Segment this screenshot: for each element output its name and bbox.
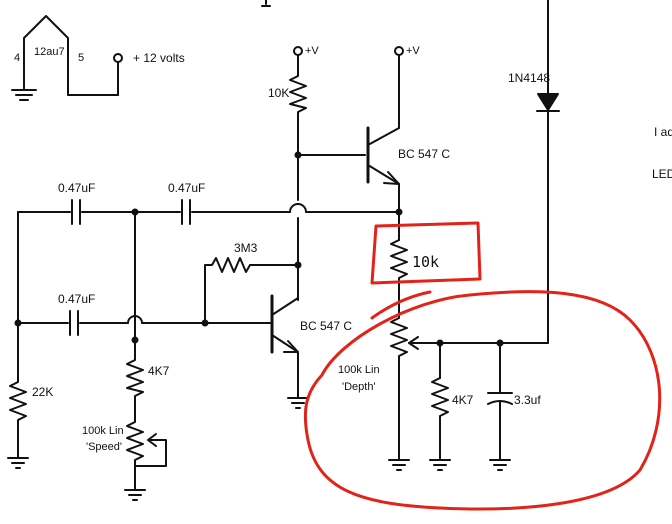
supply-label-v1: +V — [305, 45, 319, 57]
annotation-box-10k — [370, 221, 482, 285]
cap-c4 — [487, 339, 513, 471]
label-c4: 3.3uf — [514, 393, 541, 407]
label-c1: 0.47uF — [58, 181, 95, 195]
label-c3: 0.47uF — [58, 292, 95, 306]
label-4k7-left: 4K7 — [148, 364, 170, 378]
diode-label: 1N4148 — [508, 71, 550, 85]
label-q1: BC 547 C — [398, 147, 450, 161]
transistor-q1 — [366, 126, 400, 213]
label-10k-top: 10K — [268, 86, 289, 100]
cap-c1 — [71, 199, 81, 225]
label-q2: BC 547 C — [300, 319, 352, 333]
label-depth-1: 100k Lin — [338, 364, 380, 376]
side-note-2: LED — [652, 167, 672, 181]
supply-v2 — [394, 46, 404, 129]
resistor-22k — [7, 377, 29, 469]
pot-speed — [124, 417, 167, 501]
supply-v1 — [293, 46, 303, 71]
node-speed — [131, 336, 139, 344]
label-depth-2: 'Depth' — [342, 381, 376, 393]
tube-pin-right: 5 — [78, 52, 84, 64]
tube-name: 12au7 — [34, 46, 65, 58]
supply-label-v2: +V — [406, 45, 420, 57]
annotation-circle-depth — [303, 290, 662, 511]
supply-12v: + 12 volts — [133, 51, 185, 65]
label-22k: 22K — [32, 385, 53, 399]
label-4k7-right: 4K7 — [452, 393, 474, 407]
diode-1n4148 — [536, 0, 560, 344]
side-note-1: I ad — [654, 125, 672, 139]
transistor-q2 — [270, 294, 309, 409]
tube-12au7 — [11, 15, 123, 101]
resistor-3m3 — [201, 257, 302, 327]
label-speed-2: 'Speed' — [86, 441, 122, 453]
label-speed-1: 100k Lin — [82, 425, 124, 437]
ground-top — [261, 0, 271, 7]
label-10k-hand: 10k — [412, 253, 439, 271]
annotation-pen-stroke — [370, 290, 432, 320]
label-3m3: 3M3 — [234, 241, 258, 255]
pot-depth — [388, 311, 549, 471]
cap-c3 — [69, 310, 79, 336]
tube-pin-left: 4 — [14, 52, 20, 64]
resistor-10k-top — [289, 69, 307, 201]
resistor-4k7-right — [429, 339, 451, 471]
label-c2: 0.47uF — [168, 181, 205, 195]
wire-crossover — [289, 203, 307, 213]
resistor-4k7-left — [126, 354, 144, 419]
cap-c2 — [181, 199, 191, 225]
resistor-10k-right — [390, 211, 408, 313]
